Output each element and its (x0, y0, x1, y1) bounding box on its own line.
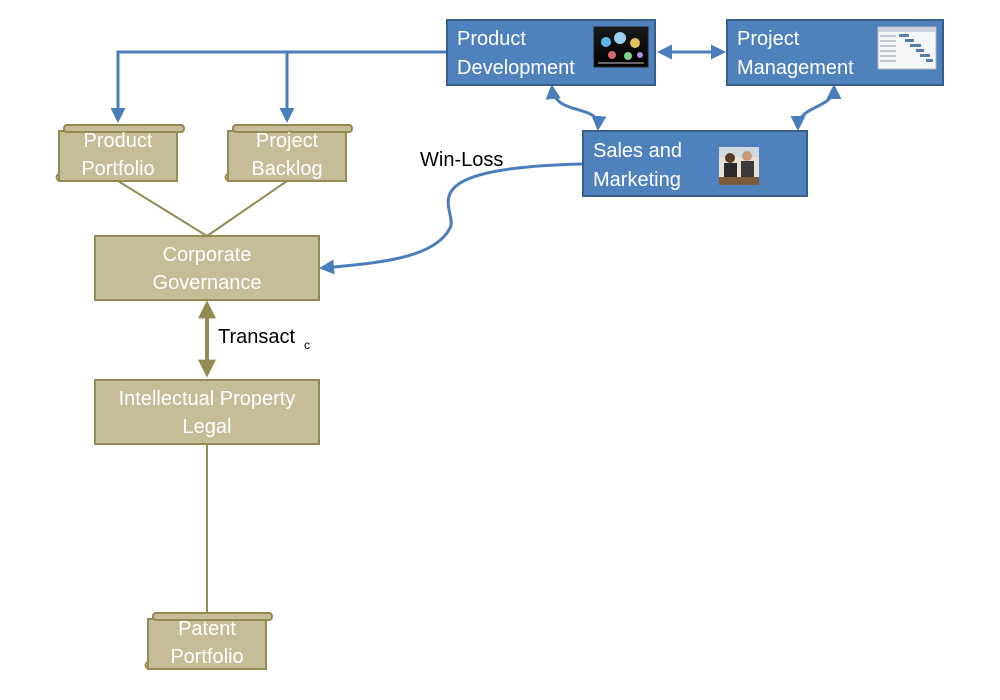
edge-label-transact: Transact (218, 326, 296, 348)
node-label-line1: Project (737, 28, 800, 50)
node-sales-and-marketing[interactable]: Sales and Marketing (582, 130, 808, 197)
gantt-chart-icon (877, 26, 937, 70)
connector-pd-to-portfolio (110, 50, 447, 123)
node-label-line2: Portfolio (81, 158, 154, 180)
node-label-line1: Corporate (163, 244, 252, 266)
node-label-line2: Legal (183, 416, 232, 438)
node-label-line2: Marketing (593, 169, 681, 191)
node-label-line2: Backlog (251, 158, 322, 180)
node-label-line2: Management (737, 57, 854, 79)
edge-label-transact-subscript: c (304, 338, 310, 352)
node-product-portfolio[interactable]: Product Portfolio (55, 124, 185, 182)
node-label-line1: Intellectual Property (119, 388, 296, 410)
node-label-line1: Sales and (593, 140, 682, 162)
node-project-backlog[interactable]: Project Backlog (224, 124, 353, 182)
node-intellectual-property-legal[interactable]: Intellectual Property Legal (94, 379, 320, 445)
edge-label-win-loss: Win-Loss (420, 149, 503, 171)
node-project-management[interactable]: Project Management (726, 19, 944, 86)
node-label-line2: Development (457, 57, 575, 79)
node-label-line2: Governance (153, 272, 262, 294)
connector-pd-sales (545, 84, 607, 131)
connector-portfolio-governance (117, 180, 208, 237)
node-label-line1: Product (84, 130, 153, 152)
connector-backlog-governance (206, 180, 288, 237)
node-product-development[interactable]: Product Development (446, 19, 656, 86)
node-label-line1: Project (256, 130, 319, 152)
node-label-line2: Portfolio (170, 646, 243, 668)
node-patent-portfolio[interactable]: Patent Portfolio (144, 612, 273, 670)
node-label-line1: Product (457, 28, 526, 50)
product-screenshot-icon (593, 26, 649, 68)
business-people-photo-icon (719, 147, 759, 185)
connector-sales-to-governance (319, 162, 584, 275)
connector-pm-sales (790, 84, 842, 131)
node-label-line1: Patent (178, 618, 236, 640)
node-corporate-governance[interactable]: Corporate Governance (94, 235, 320, 301)
